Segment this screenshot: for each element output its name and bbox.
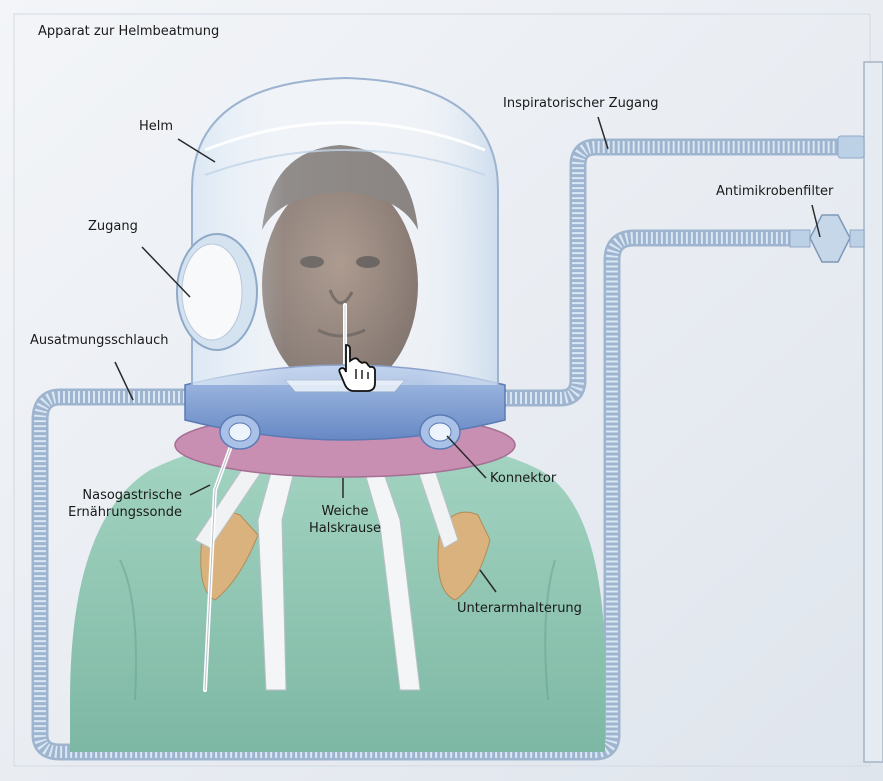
label-zugang: Zugang <box>88 218 138 235</box>
label-halskrause-line2: Halskrause <box>300 520 390 537</box>
label-ausatmungsschlauch: Ausatmungsschlauch <box>30 332 169 349</box>
connector-left <box>220 415 260 449</box>
ventilator-panel <box>864 62 883 762</box>
label-sonde-line1: Nasogastrische <box>40 487 182 504</box>
label-sonde-line2: Ernährungssonde <box>40 504 182 521</box>
label-weiche-halskrause: Weiche Halskrause <box>300 503 390 537</box>
diagram-title: Apparat zur Helmbeatmung <box>38 23 219 40</box>
label-antimikrobenfilter: Antimikrobenfilter <box>716 183 833 200</box>
label-inspiratorischer-zugang: Inspiratorischer Zugang <box>503 95 659 112</box>
access-port <box>177 234 257 350</box>
label-nasogastrische-sonde: Nasogastrische Ernährungssonde <box>40 487 182 521</box>
label-halskrause-line1: Weiche <box>300 503 390 520</box>
label-unterarmhalterung: Unterarmhalterung <box>457 600 582 617</box>
label-konnektor: Konnektor <box>490 470 556 487</box>
label-helm: Helm <box>139 118 173 135</box>
